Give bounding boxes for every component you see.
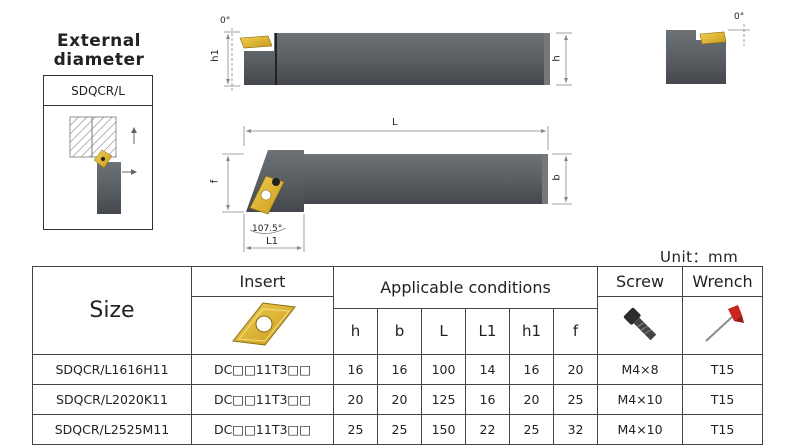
top-view-insert	[239, 35, 273, 49]
cell-h1: 16	[509, 354, 554, 385]
plan-view-shank	[304, 154, 544, 204]
cell-screw: M4×10	[597, 384, 684, 415]
cell-h: 20	[333, 384, 378, 415]
table-row: SDQCR/L2020K11 DC□□11T3□□ 20 20 125 16 2…	[32, 384, 764, 415]
panel-title-line2: diameter	[53, 50, 145, 70]
screw-icon	[623, 307, 657, 341]
plan-view-tool	[222, 126, 572, 252]
cell-size: SDQCR/L2020K11	[32, 384, 192, 415]
cell-h1: 20	[509, 384, 554, 415]
cell-L: 125	[421, 384, 466, 415]
cell-h: 25	[333, 414, 378, 445]
subheader-b: b	[377, 307, 422, 356]
technical-drawing	[69, 24, 750, 252]
angle-side-label: 0°	[734, 12, 745, 22]
spec-table: Size Insert Applicable conditions Screw …	[32, 266, 764, 445]
cell-h: 16	[333, 354, 378, 385]
subheader-h: h	[333, 307, 378, 356]
cell-f: 25	[552, 384, 599, 415]
cell-size: SDQCR/L2525M11	[32, 414, 192, 445]
wrench-icon	[704, 305, 744, 342]
cell-b: 16	[377, 354, 422, 385]
header-screw: Screw	[597, 266, 684, 297]
model-code-box: SDQCR/L	[43, 75, 153, 230]
cell-f: 20	[552, 354, 599, 385]
cell-b: 20	[377, 384, 422, 415]
cell-L: 150	[421, 414, 466, 445]
model-code: SDQCR/L	[44, 76, 152, 106]
cell-wrench: T15	[682, 354, 764, 385]
subheader-h1: h1	[509, 307, 554, 356]
dim-h-label: h	[551, 55, 563, 62]
subheader-f: f	[552, 307, 599, 356]
unit-label: Unit：mm	[660, 248, 739, 266]
cell-screw: M4×8	[597, 354, 684, 385]
cell-insert: DC□□11T3□□	[191, 384, 334, 415]
operation-icon	[69, 116, 137, 214]
end-view-tool	[666, 24, 750, 84]
cell-size: SDQCR/L1616H11	[32, 354, 192, 385]
header-wrench: Wrench	[682, 266, 764, 297]
subheader-L1: L1	[465, 307, 510, 356]
header-conditions: Applicable conditions	[332, 266, 599, 309]
table-row: SDQCR/L1616H11 DC□□11T3□□ 16 16 100 14 1…	[32, 354, 764, 385]
cell-wrench: T15	[682, 414, 764, 445]
dim-f-label: f	[209, 179, 221, 184]
header-insert: Insert	[191, 266, 334, 297]
header-size: Size	[32, 266, 192, 355]
top-view-end	[544, 33, 550, 85]
insert-icon	[231, 302, 296, 346]
angle-top-label: 0°	[220, 16, 231, 26]
cell-f: 32	[552, 414, 599, 445]
cell-L: 100	[421, 354, 466, 385]
top-view-shank	[244, 33, 546, 85]
cell-screw: M4×10	[597, 414, 684, 445]
panel-title: External diameter	[44, 32, 154, 70]
wrench-image-cell	[682, 296, 764, 355]
top-view-tool	[224, 28, 572, 92]
dim-L-label: L	[392, 117, 398, 128]
panel-title-line1: External	[56, 31, 142, 51]
dim-b-label: b	[551, 174, 563, 181]
cell-L1: 16	[465, 384, 510, 415]
insert-image-cell	[191, 296, 334, 355]
cell-wrench: T15	[682, 384, 764, 415]
cell-insert: DC□□11T3□□	[191, 354, 334, 385]
table-row: SDQCR/L2525M11 DC□□11T3□□ 25 25 150 22 2…	[32, 414, 764, 445]
dim-L1-label: L1	[266, 236, 278, 247]
angle-lead-label: 107.5°	[252, 224, 283, 234]
cell-L1: 14	[465, 354, 510, 385]
subheader-L: L	[421, 307, 466, 356]
cell-insert: DC□□11T3□□	[191, 414, 334, 445]
screw-image-cell	[597, 296, 684, 355]
dim-h1-label: h1	[209, 49, 221, 62]
cell-h1: 25	[509, 414, 554, 445]
cell-L1: 22	[465, 414, 510, 445]
cell-b: 25	[377, 414, 422, 445]
end-view-insert	[699, 31, 727, 45]
